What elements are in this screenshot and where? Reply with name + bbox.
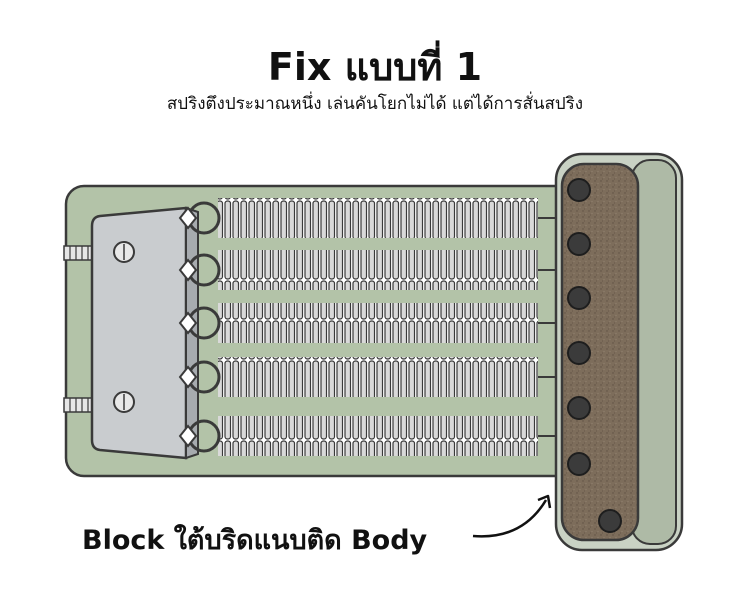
claw-hole-bottom-icon xyxy=(113,391,135,413)
block-holes xyxy=(567,178,622,533)
block-callout-label: Block ใต้บริดแนบติด Body xyxy=(82,525,428,556)
page-title: Fix แบบที่ 1 xyxy=(267,45,483,89)
block-hole xyxy=(567,178,591,202)
claw-screw-top xyxy=(63,245,95,261)
spring-5 xyxy=(178,416,582,456)
callout-arrow-icon xyxy=(472,494,552,538)
block-hole xyxy=(567,286,591,310)
block-hole xyxy=(598,509,622,533)
spring-3 xyxy=(178,303,582,343)
block-hole xyxy=(567,232,591,256)
spring-4 xyxy=(178,357,582,397)
page-subtitle: สปริงตึงประมาณหนึ่ง เล่นคันโยกไม่ได้ แต่… xyxy=(166,94,584,114)
tremolo-block xyxy=(554,152,684,552)
tremolo-claw xyxy=(90,206,188,460)
block-hole xyxy=(567,452,591,476)
block-hole xyxy=(567,396,591,420)
spring-2 xyxy=(178,250,582,290)
block-hole xyxy=(567,341,591,365)
spring-1 xyxy=(178,198,582,238)
claw-screw-bottom xyxy=(63,397,95,413)
claw-hole-top-icon xyxy=(113,241,135,263)
